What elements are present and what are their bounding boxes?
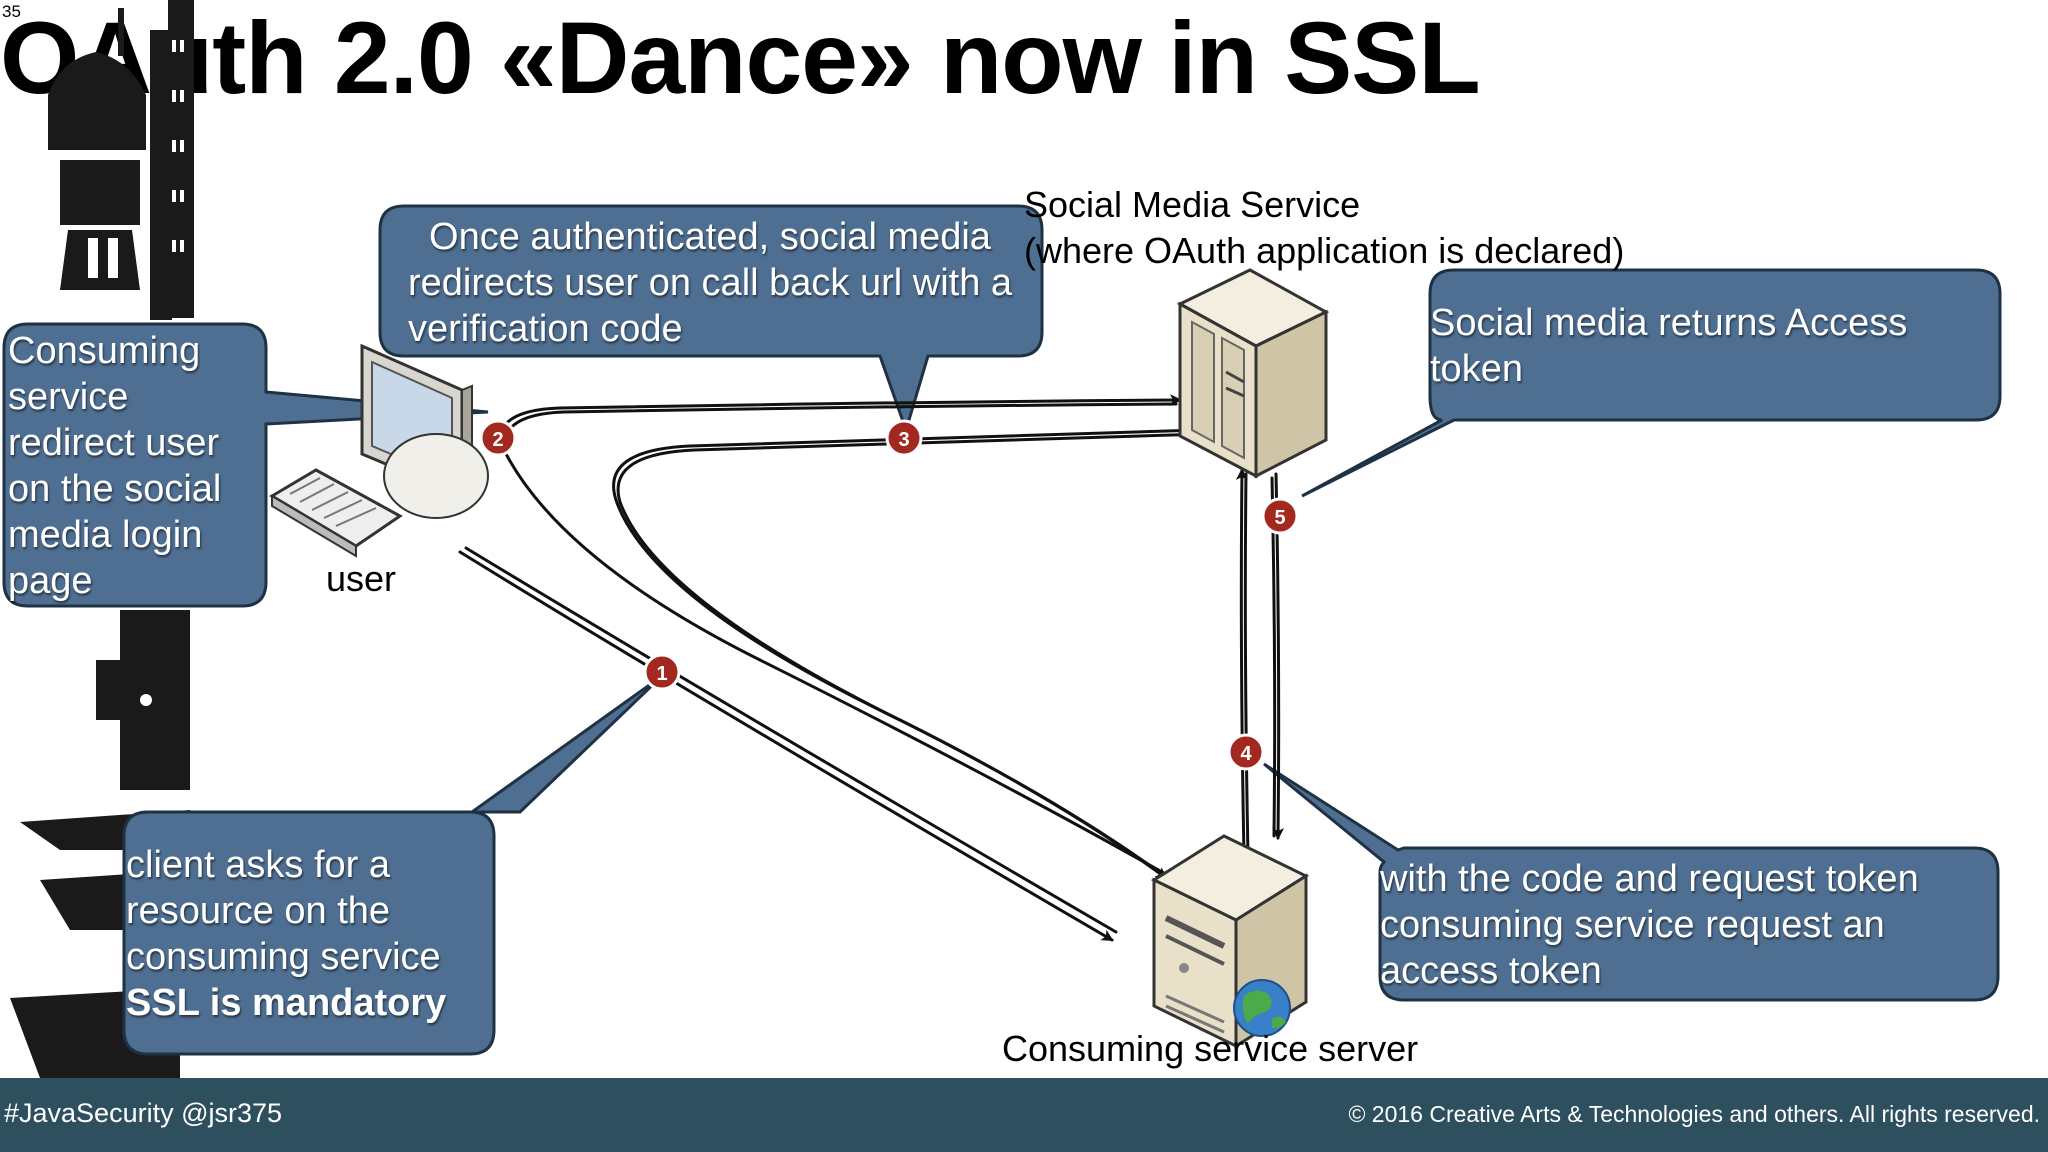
- callout-step3-line: redirects user on call back url with a: [407, 262, 1013, 304]
- callout-step3-bubble: [378, 204, 1044, 435]
- callout-step5-line: token: [1430, 348, 1523, 390]
- step-marker-3-label: 3: [898, 429, 909, 451]
- arrow-step1-user-to-consuming: [458, 550, 1114, 942]
- callout-step5-line: Social media returns Access: [1430, 302, 1908, 344]
- social-media-server-icon: [1176, 268, 1330, 479]
- callout-step2-line: Consuming: [8, 330, 201, 372]
- callout-step1: client asks for a resource on the consum…: [126, 842, 486, 1026]
- callout-step5: Social media returns Access token: [1430, 300, 1990, 392]
- callout-step2-line: on the social: [8, 468, 222, 510]
- skyline-silhouette: [10, 0, 194, 1078]
- arrow-step2-down-to-consuming: [502, 448, 1178, 882]
- callout-step5-bubble: [1301, 268, 2002, 498]
- step-marker-1-label: 1: [656, 663, 667, 685]
- arrow-step2-user-to-social: [498, 394, 1182, 442]
- callout-step1-line: consuming service: [126, 936, 441, 978]
- arrow-step4-consuming-to-social: [1235, 468, 1248, 858]
- social-media-service-sublabel: (where OAuth application is declared): [1024, 230, 1625, 271]
- footer-hashtag: #JavaSecurity @jsr375: [4, 1098, 283, 1128]
- callout-step1-line: client asks for a: [126, 844, 390, 886]
- callout-step4-line: consuming service request an: [1380, 904, 1885, 946]
- step-marker-4: 4: [1227, 733, 1265, 771]
- callout-step1-line: resource on the: [126, 890, 391, 932]
- slide-title: OAuth 2.0 «Dance» now in SSL: [0, 1, 1481, 115]
- callout-step2-line: page: [8, 560, 93, 602]
- callout-step2: Consuming service redirect user on the s…: [8, 328, 260, 604]
- callout-step4-line: with the code and request token: [1380, 858, 1919, 900]
- step-marker-4-label: 4: [1240, 743, 1252, 765]
- step-marker-2: 2: [479, 419, 517, 457]
- globe-icon: [1233, 979, 1291, 1037]
- callout-step4: with the code and request token consumin…: [1380, 856, 1990, 994]
- callout-step2-line: redirect user: [8, 422, 220, 464]
- callout-step4-line: access token: [1380, 950, 1602, 992]
- page-number: 35: [2, 2, 21, 21]
- oauth-flow-diagram: 1 2 3 4 5: [2, 204, 2002, 1056]
- callout-step2-line: media login: [8, 514, 203, 556]
- user-label: user: [326, 558, 397, 599]
- step-marker-5: 5: [1261, 497, 1299, 535]
- arrow-step4-consuming-to-social-b: [1243, 472, 1250, 858]
- callout-step1-bubble: [122, 674, 664, 1056]
- callout-step4-bubble: [1263, 762, 2000, 1002]
- arrow-step2-user-to-social-b: [502, 402, 1178, 446]
- step-marker-3: 3: [885, 419, 923, 457]
- step-marker-2-label: 2: [492, 429, 503, 451]
- footer-copyright: © 2016 Creative Arts & Technologies and …: [1348, 1101, 2040, 1127]
- callout-step3: Once authenticated, social media redirec…: [380, 214, 1040, 352]
- callout-step1-emphasis: SSL is mandatory: [126, 982, 447, 1024]
- consuming-server-label: Consuming service server: [1002, 1028, 1419, 1069]
- social-media-service-label: Social Media Service: [1024, 184, 1361, 225]
- footer-bar: #JavaSecurity @jsr375 © 2016 Creative Ar…: [0, 1078, 2048, 1152]
- step-marker-5-label: 5: [1274, 507, 1285, 529]
- callout-step3-line: verification code: [408, 308, 683, 350]
- callout-step3-line: Once authenticated, social media: [429, 216, 991, 258]
- user-computer-icon: [269, 343, 489, 558]
- callout-step2-line: service: [8, 376, 129, 418]
- step-marker-1: 1: [643, 653, 681, 691]
- arrow-step1-user-to-consuming-b: [464, 546, 1118, 934]
- callout-step2-bubble: [2, 322, 489, 608]
